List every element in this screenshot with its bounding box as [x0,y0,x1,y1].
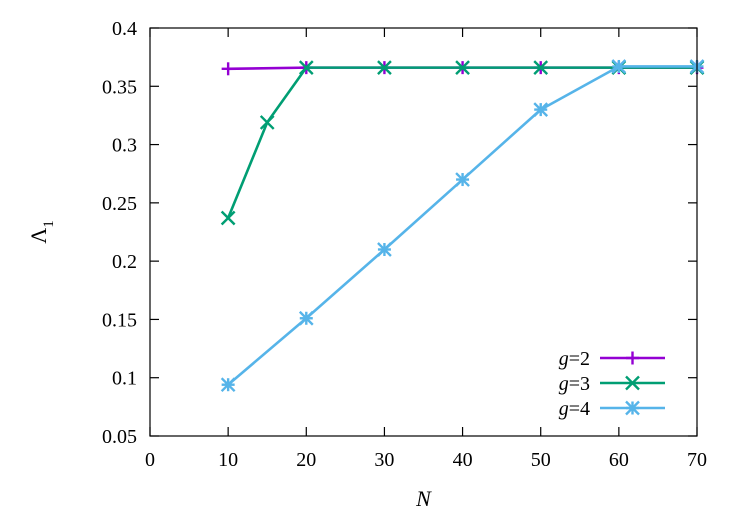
data-point-marker [533,102,549,117]
series-line [226,66,697,219]
y-tick-label: 0.4 [112,18,137,40]
y-tick-label: 0.25 [102,193,137,215]
data-point-marker [377,60,392,75]
series-3 [220,59,705,393]
data-point-marker [220,210,236,226]
legend-marker [626,351,639,365]
plot-frame [149,27,698,437]
legend-marker [625,400,640,416]
x-tick-label: 0 [145,449,155,471]
data-point-marker [221,62,235,76]
legend-entry: g=2 [559,348,665,370]
series-line [227,65,697,386]
plot-series [220,59,705,393]
x-tick-label: 20 [296,449,316,471]
data-point-marker [298,310,314,326]
legend-entry: g=3 [559,373,665,395]
x-tick-label: 50 [531,449,551,471]
y-tick-label: 0.2 [112,251,137,273]
data-point-marker [611,59,627,74]
y-tick-label: 0.05 [102,426,137,448]
axis-titles: N Λ1 [26,220,432,511]
y-tick-label: 0.35 [102,76,137,98]
data-point-marker [455,60,470,75]
data-point-marker [220,377,236,393]
data-point-marker [377,242,392,257]
x-tick-label: 60 [609,449,629,471]
legend: g=2 g=3 g=4 [559,348,665,420]
y-axis-title-subscript: 1 [41,220,57,228]
legend-label: g=4 [559,398,590,420]
x-axis-title: N [415,486,432,511]
y-axis-title-main: Λ [26,228,51,244]
data-point-marker [298,60,314,75]
y-tick-label: 0.3 [112,135,137,157]
x-tick-label: 40 [453,449,473,471]
legend-marker [625,375,640,391]
y-axis-title: Λ1 [26,220,57,243]
x-tick-label: 70 [687,449,707,471]
legend-label: g=3 [559,373,590,395]
legend-entry: g=4 [559,398,665,420]
axis-ticks: 0 10 20 30 40 50 60 70 0.05 0.1 0.15 0.2 0.25 0.3 0.35… [102,18,707,471]
legend-label: g=2 [559,348,590,370]
x-tick-label: 10 [218,449,238,471]
data-point-marker [455,172,470,187]
series-2 [220,60,705,226]
y-tick-label: 0.15 [102,309,137,331]
data-point-marker [259,115,275,130]
y-tick-label: 0.1 [112,368,137,390]
data-point-marker [533,60,549,75]
x-tick-label: 30 [374,449,394,471]
